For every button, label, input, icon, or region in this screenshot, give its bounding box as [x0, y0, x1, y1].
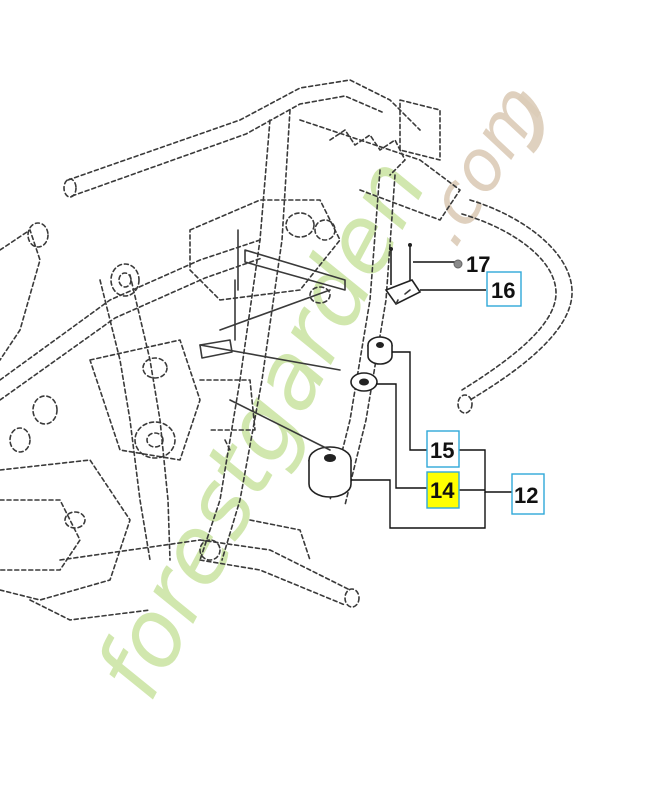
- right-bar: [469, 199, 573, 401]
- lower-left-assembly: [0, 459, 131, 601]
- left-arm: [99, 279, 151, 561]
- bottom-bar: [199, 539, 351, 591]
- top-tube-lower: [71, 95, 383, 197]
- part-washer-14: [350, 372, 378, 392]
- watermark-swoosh: [516, 91, 544, 154]
- callout-16: 16: [486, 271, 522, 307]
- watermark-domain: .com: [400, 70, 561, 259]
- pivot-plate: [189, 199, 341, 301]
- callout-15-label: 15: [430, 438, 454, 463]
- top-bracket: [399, 99, 441, 161]
- callout-16-label: 16: [491, 278, 515, 303]
- frame-drawing: [0, 79, 573, 621]
- left-frame: [0, 239, 261, 381]
- part-buffer: [308, 446, 352, 498]
- callout-12-label: 12: [514, 483, 538, 508]
- callout-14-label: 14: [430, 478, 455, 503]
- watermark: forestgarden .com: [75, 70, 560, 715]
- callout-14: 14: [426, 471, 460, 509]
- callout-15: 15: [426, 430, 460, 468]
- part-pins-17: [389, 243, 412, 285]
- right-bar-inner: [461, 213, 557, 391]
- solid-strip: [244, 249, 346, 291]
- leader-lines: [351, 259, 512, 529]
- parts: [199, 243, 422, 498]
- callout-12: 12: [511, 473, 545, 515]
- top-tube: [67, 79, 421, 181]
- ratchet: [329, 129, 406, 176]
- part-bushing-15: [367, 336, 393, 365]
- part-bracket-16: [384, 279, 422, 306]
